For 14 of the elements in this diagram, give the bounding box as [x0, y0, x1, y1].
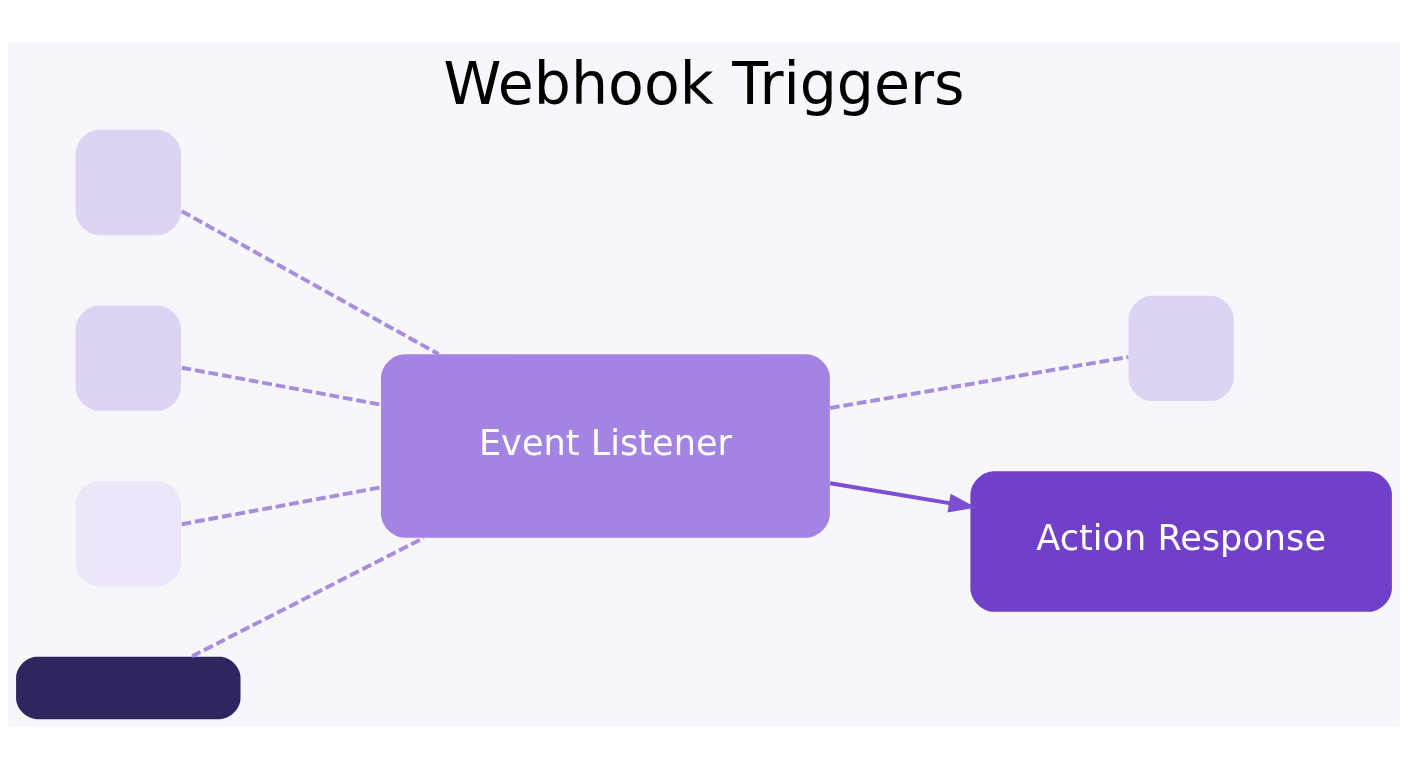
connector [181, 484, 382, 526]
diagram-title: Webhook Triggers [443, 49, 965, 118]
node-box [75, 129, 181, 235]
node-box [16, 656, 241, 719]
connector [181, 365, 382, 407]
node-box: Event Listener [381, 353, 830, 538]
connector [191, 535, 425, 658]
node-box [1128, 295, 1234, 401]
node-box [75, 480, 181, 586]
node-box [75, 304, 181, 411]
arrow [829, 480, 976, 513]
connector [180, 209, 440, 356]
connector [829, 354, 1129, 410]
node-box: Action Response [970, 470, 1392, 612]
